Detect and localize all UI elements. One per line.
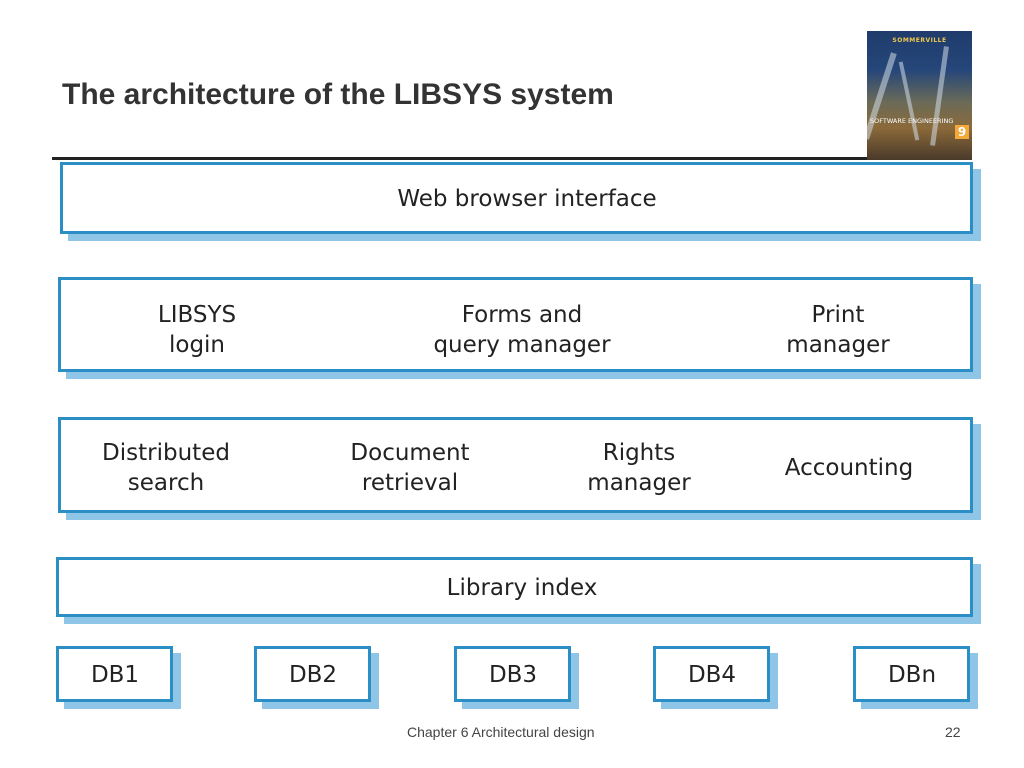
database-label-4: DB4 [687, 662, 737, 688]
component-print-manager: Print manager [786, 302, 890, 358]
layer-library-index [56, 557, 973, 617]
layer-application-services [58, 417, 973, 513]
database-box-3 [454, 646, 571, 702]
database-box-n [853, 646, 970, 702]
database-label-3: DB3 [488, 662, 538, 688]
book-cover-image: SOMMERVILLE SOFTWARE ENGINEERING 9 [867, 31, 972, 160]
component-accounting: Accounting [784, 455, 914, 481]
slide-number: 22 [945, 724, 961, 740]
book-cover-title: SOFTWARE ENGINEERING [870, 117, 954, 125]
footer-chapter-text: Chapter 6 Architectural design [407, 724, 595, 740]
database-label-1: DB1 [90, 662, 140, 688]
database-box-4 [653, 646, 770, 702]
title-divider [52, 157, 900, 160]
database-label-n: DBn [887, 662, 937, 688]
component-document-retrieval: Document retrieval [350, 440, 470, 496]
component-forms-query-manager: Forms and query manager [433, 302, 611, 358]
component-library-index: Library index [446, 575, 598, 601]
book-cover-edition: 9 [955, 125, 969, 139]
component-rights-manager: Rights manager [587, 440, 691, 496]
component-web-browser-interface: Web browser interface [397, 186, 657, 212]
slide-title: The architecture of the LIBSYS system [62, 78, 614, 111]
component-libsys-login: LIBSYS login [157, 302, 237, 358]
component-distributed-search: Distributed search [102, 440, 230, 496]
layer-user-interface-management [58, 277, 973, 372]
layer-web-browser-interface [60, 162, 973, 234]
book-cover-author: SOMMERVILLE [892, 37, 947, 44]
database-box-2 [254, 646, 371, 702]
database-label-2: DB2 [288, 662, 338, 688]
database-box-1 [56, 646, 173, 702]
